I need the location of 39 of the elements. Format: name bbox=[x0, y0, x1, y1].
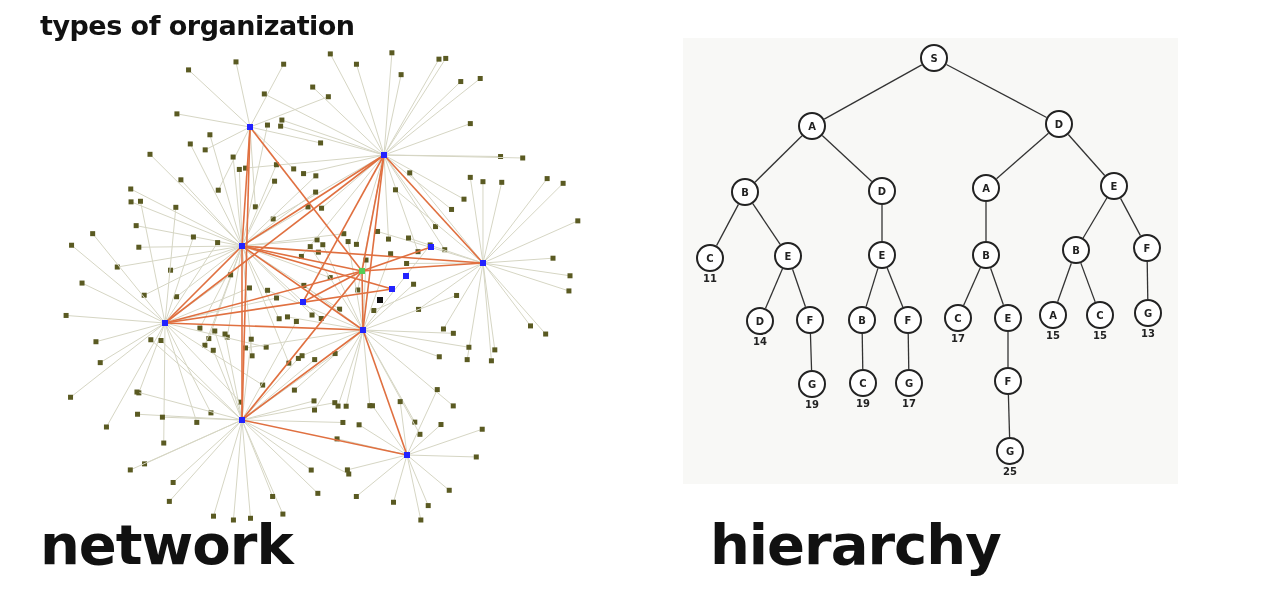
tree-branch-line bbox=[754, 135, 803, 183]
node-value: 11 bbox=[703, 273, 717, 284]
tree-branch-line bbox=[985, 201, 987, 242]
node-value: 17 bbox=[951, 333, 965, 344]
tree-branch-line bbox=[791, 268, 807, 308]
node-value: 19 bbox=[805, 399, 819, 410]
tree-branch-line bbox=[945, 63, 1048, 119]
tree-branch-line bbox=[1146, 261, 1149, 300]
tree-branch-line bbox=[995, 132, 1050, 180]
diagram-title: types of organization bbox=[40, 10, 355, 41]
tree-branch-line bbox=[861, 333, 864, 370]
tree-branch-line bbox=[1080, 262, 1096, 303]
tree-branch-line bbox=[1007, 331, 1009, 368]
tree-branch-line bbox=[963, 267, 981, 306]
node-value: 15 bbox=[1093, 330, 1107, 341]
tree-branch-line bbox=[764, 268, 784, 309]
tree-branch-line bbox=[809, 333, 813, 371]
tree-branch-line bbox=[907, 333, 910, 370]
tree-branch-line bbox=[1119, 197, 1142, 237]
section-label: network bbox=[40, 512, 293, 577]
tree-branch-line bbox=[1082, 197, 1108, 239]
tree-branch-line bbox=[715, 203, 740, 247]
tree-branch-line bbox=[1007, 394, 1011, 438]
node-value: 13 bbox=[1141, 328, 1155, 339]
node-value: 14 bbox=[753, 336, 767, 347]
tree-branch-line bbox=[752, 202, 781, 246]
node-value: 15 bbox=[1046, 330, 1060, 341]
tree-branch-line bbox=[821, 134, 873, 183]
node-value: 17 bbox=[902, 398, 916, 409]
tree-branch-line bbox=[1067, 133, 1106, 177]
tree-branch-line bbox=[886, 267, 904, 308]
tree-branch-line bbox=[1057, 262, 1072, 303]
node-value: 25 bbox=[1003, 466, 1017, 477]
node-value: 19 bbox=[856, 398, 870, 409]
tree-branch-line bbox=[881, 204, 883, 242]
tree-branch-line bbox=[865, 267, 879, 308]
tree-branch-line bbox=[823, 64, 923, 120]
tree-branch-line bbox=[989, 267, 1005, 306]
section-label: hierarchy bbox=[710, 512, 1001, 577]
